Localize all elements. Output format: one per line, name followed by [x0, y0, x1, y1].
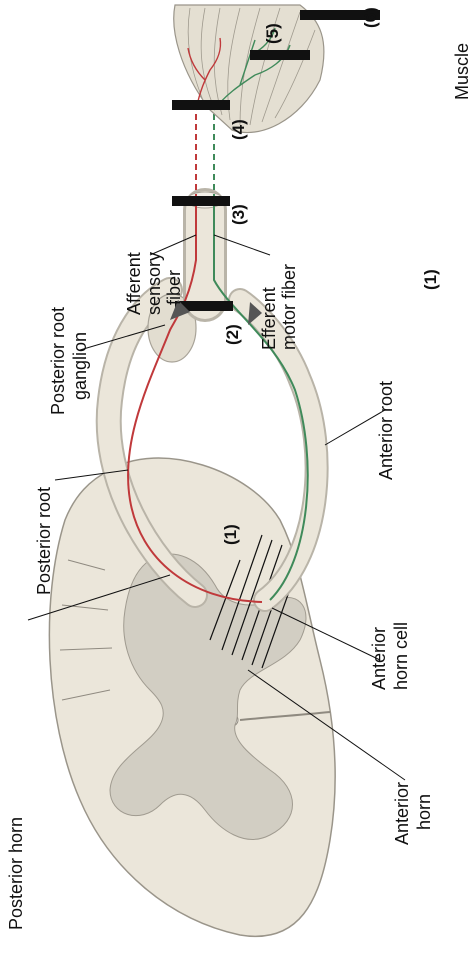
label-anterior-root: Anterior root	[376, 381, 396, 480]
label-efferent-line2: motor fiber	[279, 264, 299, 350]
label-anterior-horn-line2: horn	[414, 794, 434, 830]
label-muscle: Muscle	[452, 43, 472, 100]
label-afferent-line3: fiber	[164, 270, 184, 305]
label-anterior-horn-cell-line2: horn cell	[391, 622, 411, 690]
lesion-bar-4	[172, 100, 230, 110]
marker-2: (2)	[223, 324, 242, 345]
marker-5: (5)	[263, 23, 282, 44]
label-anterior-horn-line1: Anterior	[392, 782, 412, 845]
spinal-cord	[49, 458, 335, 936]
label-posterior-root-ganglion-line2: ganglion	[70, 332, 90, 400]
label-afferent-line1: Afferent	[124, 252, 144, 315]
label-efferent-line1: Efferent	[259, 287, 279, 350]
marker-4: (4)	[229, 119, 248, 140]
lesion-bar-3	[172, 196, 230, 206]
label-posterior-horn: Posterior horn	[6, 817, 26, 930]
label-posterior-root-ganglion-line1: Posterior root	[48, 307, 68, 415]
label-posterior-root: Posterior root	[34, 487, 54, 595]
marker-3: (3)	[229, 204, 248, 225]
marker-6: (6)	[361, 7, 380, 28]
label-anterior-horn-cell-line1: Anterior	[369, 627, 389, 690]
marker-1-side: (1)	[421, 269, 440, 290]
muscle	[174, 5, 324, 133]
lesion-bar-5	[250, 50, 310, 60]
marker-1-cord: (1)	[221, 524, 240, 545]
label-afferent-line2: sensory	[144, 252, 164, 315]
spinal-nerve	[187, 192, 223, 300]
